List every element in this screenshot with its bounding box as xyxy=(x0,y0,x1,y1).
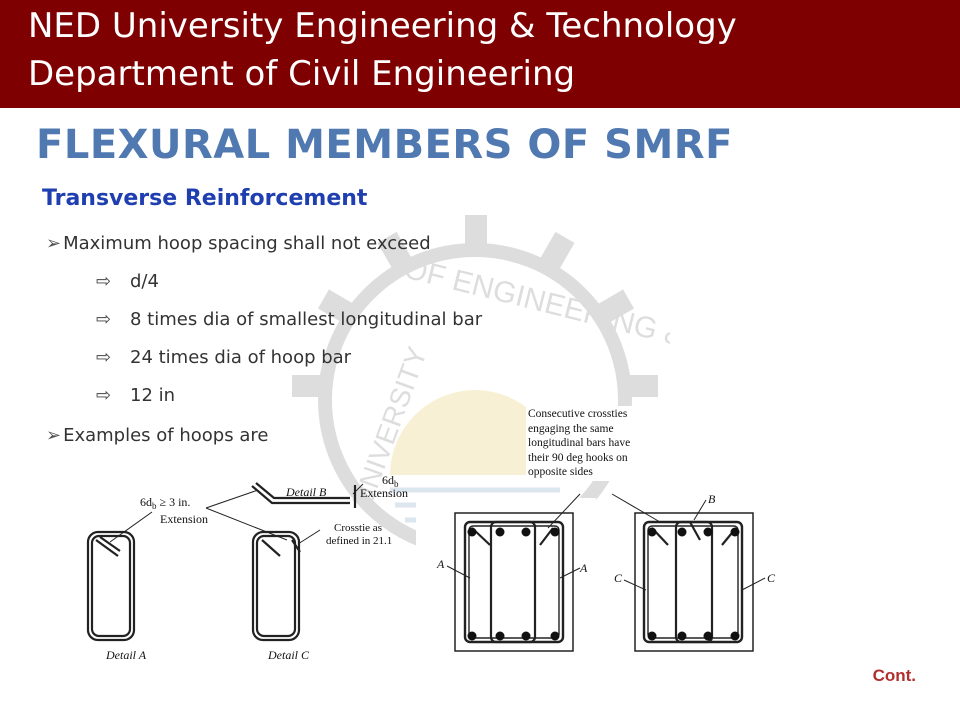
detail-a-hoop xyxy=(86,530,136,642)
university-name: NED University Engineering & Technology xyxy=(28,6,737,46)
arrowhead-bullet-icon: ➢ xyxy=(46,233,62,254)
section-subheading: Transverse Reinforcement xyxy=(42,186,368,211)
crosstie-caption: Consecutive crossties engaging the same … xyxy=(526,406,634,481)
sub-item-12-in: ⇨12 in xyxy=(96,385,176,406)
detail-b-label: Detail B xyxy=(285,485,327,499)
outlined-right-arrow-icon: ⇨ xyxy=(96,271,112,292)
sub-item-24-times: ⇨24 times dia of hoop bar xyxy=(96,347,352,368)
label-crosstie-line1: Crosstie as xyxy=(334,522,382,534)
beam-section-b xyxy=(634,512,754,652)
arrowhead-bullet-icon: ➢ xyxy=(46,425,62,446)
header-banner: NED University Engineering & Technology … xyxy=(0,0,960,108)
label-crosstie-line2: defined in 21.1 xyxy=(326,535,392,547)
label-a-left: A xyxy=(436,557,445,571)
label-extension: Extension xyxy=(160,512,208,526)
label-6db-condition: 6db ≥ 3 in. xyxy=(140,495,190,511)
sub-item-d4: ⇨d/4 xyxy=(96,271,159,292)
detail-a-label: Detail A xyxy=(105,648,147,662)
detail-c-hoop xyxy=(251,530,301,642)
bullet-text: Examples of hoops are xyxy=(63,425,269,446)
label-a-right: A xyxy=(579,561,588,575)
label-c-left: C xyxy=(614,571,623,585)
detail-b-hook xyxy=(251,482,357,508)
outlined-right-arrow-icon: ⇨ xyxy=(96,385,112,406)
detail-c-label: Detail C xyxy=(267,648,310,662)
outlined-right-arrow-icon: ⇨ xyxy=(96,309,112,330)
bullet-item-hoop-examples: ➢Examples of hoops are xyxy=(46,425,268,446)
label-extension-right: Extension xyxy=(360,486,408,500)
label-b: B xyxy=(708,492,716,506)
label-6db-top: 6db xyxy=(382,473,399,489)
continued-label: Cont. xyxy=(872,666,916,685)
beam-section-a xyxy=(416,498,596,660)
bullet-text: Maximum hoop spacing shall not exceed xyxy=(63,233,431,254)
label-c-right: C xyxy=(767,571,776,585)
sub-item-8-times: ⇨8 times dia of smallest longitudinal ba… xyxy=(96,309,483,330)
slide-title: FLEXURAL MEMBERS OF SMRF xyxy=(36,122,733,168)
department-name: Department of Civil Engineering xyxy=(28,54,576,94)
outlined-right-arrow-icon: ⇨ xyxy=(96,347,112,368)
bullet-item-hoop-spacing: ➢Maximum hoop spacing shall not exceed xyxy=(46,233,431,254)
